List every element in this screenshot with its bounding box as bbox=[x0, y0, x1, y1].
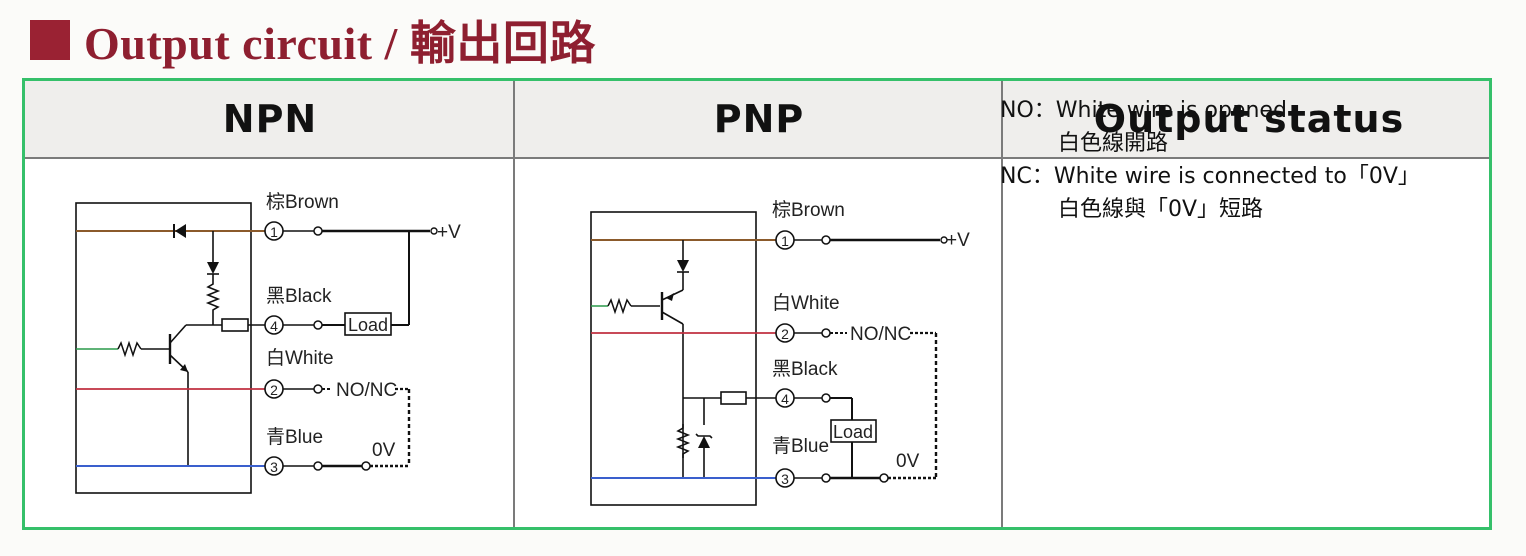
npn-output-resistor-icon bbox=[221, 318, 249, 332]
pnp-white-label: 白White bbox=[772, 292, 840, 314]
table-header-row: NPN PNP Output status bbox=[25, 81, 1489, 159]
npn-pin-3-label: 3 bbox=[270, 459, 278, 475]
npn-base-resistor-icon bbox=[117, 340, 142, 358]
title-square-icon bbox=[30, 20, 70, 60]
pnp-pin-3-label: 3 bbox=[781, 471, 789, 487]
npn-sensor-box bbox=[75, 202, 252, 494]
pnp-diode-icon bbox=[677, 260, 689, 272]
npn-pin-2-label: 2 bbox=[270, 382, 278, 398]
npn-pin-4-label: 4 bbox=[270, 318, 278, 334]
npn-black-label: 黑Black bbox=[266, 286, 332, 307]
pnp-pin-1-label: 1 bbox=[781, 233, 789, 249]
pnp-zener-icon bbox=[698, 436, 710, 448]
pnp-sensor-box bbox=[590, 211, 757, 506]
pnp-no-nc-label: NO/NC bbox=[850, 324, 911, 345]
npn-blue-label: 青Blue bbox=[266, 426, 323, 448]
column-divider bbox=[1001, 81, 1003, 527]
pnp-base-resistor-icon bbox=[607, 297, 632, 315]
npn-zener-icon bbox=[207, 262, 219, 274]
output-status-description: NO：White wire is opened 白色線開路 NC：White w… bbox=[1000, 94, 1420, 226]
pnp-output-resistor-icon bbox=[720, 391, 747, 405]
status-no-line-zh: 白色線開路 bbox=[1058, 131, 1169, 156]
page-title: Output circuit / 輸出回路 bbox=[84, 18, 596, 69]
pnp-diagram: 1 2 4 3 Load 棕Brown +V 白White NO/NC 黑Bl bbox=[590, 199, 970, 506]
output-circuit-table: NPN PNP Output status bbox=[22, 78, 1492, 530]
status-nc-line-zh: 白色線與「0V」短路 bbox=[1058, 197, 1264, 222]
pnp-plus-v-label: +V bbox=[946, 230, 970, 251]
pnp-black-label: 黑Black bbox=[772, 359, 838, 380]
title-bar: Output circuit / 輸出回路 bbox=[30, 10, 596, 70]
npn-diagram: 1 4 2 3 Load 棕Brown +V 黑Black 白White NO bbox=[75, 191, 461, 494]
npn-diode-icon bbox=[175, 224, 186, 238]
pnp-pin-4-label: 4 bbox=[781, 391, 789, 407]
npn-pin-1-label: 1 bbox=[270, 224, 278, 240]
npn-no-nc-label: NO/NC bbox=[336, 380, 397, 401]
header-npn: NPN bbox=[222, 97, 318, 141]
pnp-load-box bbox=[830, 419, 877, 443]
npn-brown-label: 棕Brown bbox=[266, 191, 339, 213]
npn-zero-v-label: 0V bbox=[372, 440, 396, 461]
npn-white-label: 白White bbox=[266, 347, 334, 369]
column-divider bbox=[513, 81, 515, 527]
status-no-line: NO：White wire is opened bbox=[1000, 98, 1287, 123]
pnp-blue-label: 青Blue bbox=[772, 435, 829, 457]
npn-resistor-icon bbox=[207, 279, 219, 315]
pnp-brown-label: 棕Brown bbox=[772, 199, 845, 221]
header-pnp: PNP bbox=[713, 97, 805, 141]
header-output-status: Output status bbox=[1093, 97, 1405, 141]
pnp-pin-2-label: 2 bbox=[781, 326, 789, 342]
npn-plus-v-label: +V bbox=[437, 222, 461, 243]
pnp-load-label: Load bbox=[833, 422, 873, 442]
status-nc-line: NC：White wire is connected to「0V」 bbox=[1000, 164, 1420, 189]
npn-load-label: Load bbox=[348, 315, 388, 335]
pnp-zero-v-label: 0V bbox=[896, 451, 920, 472]
